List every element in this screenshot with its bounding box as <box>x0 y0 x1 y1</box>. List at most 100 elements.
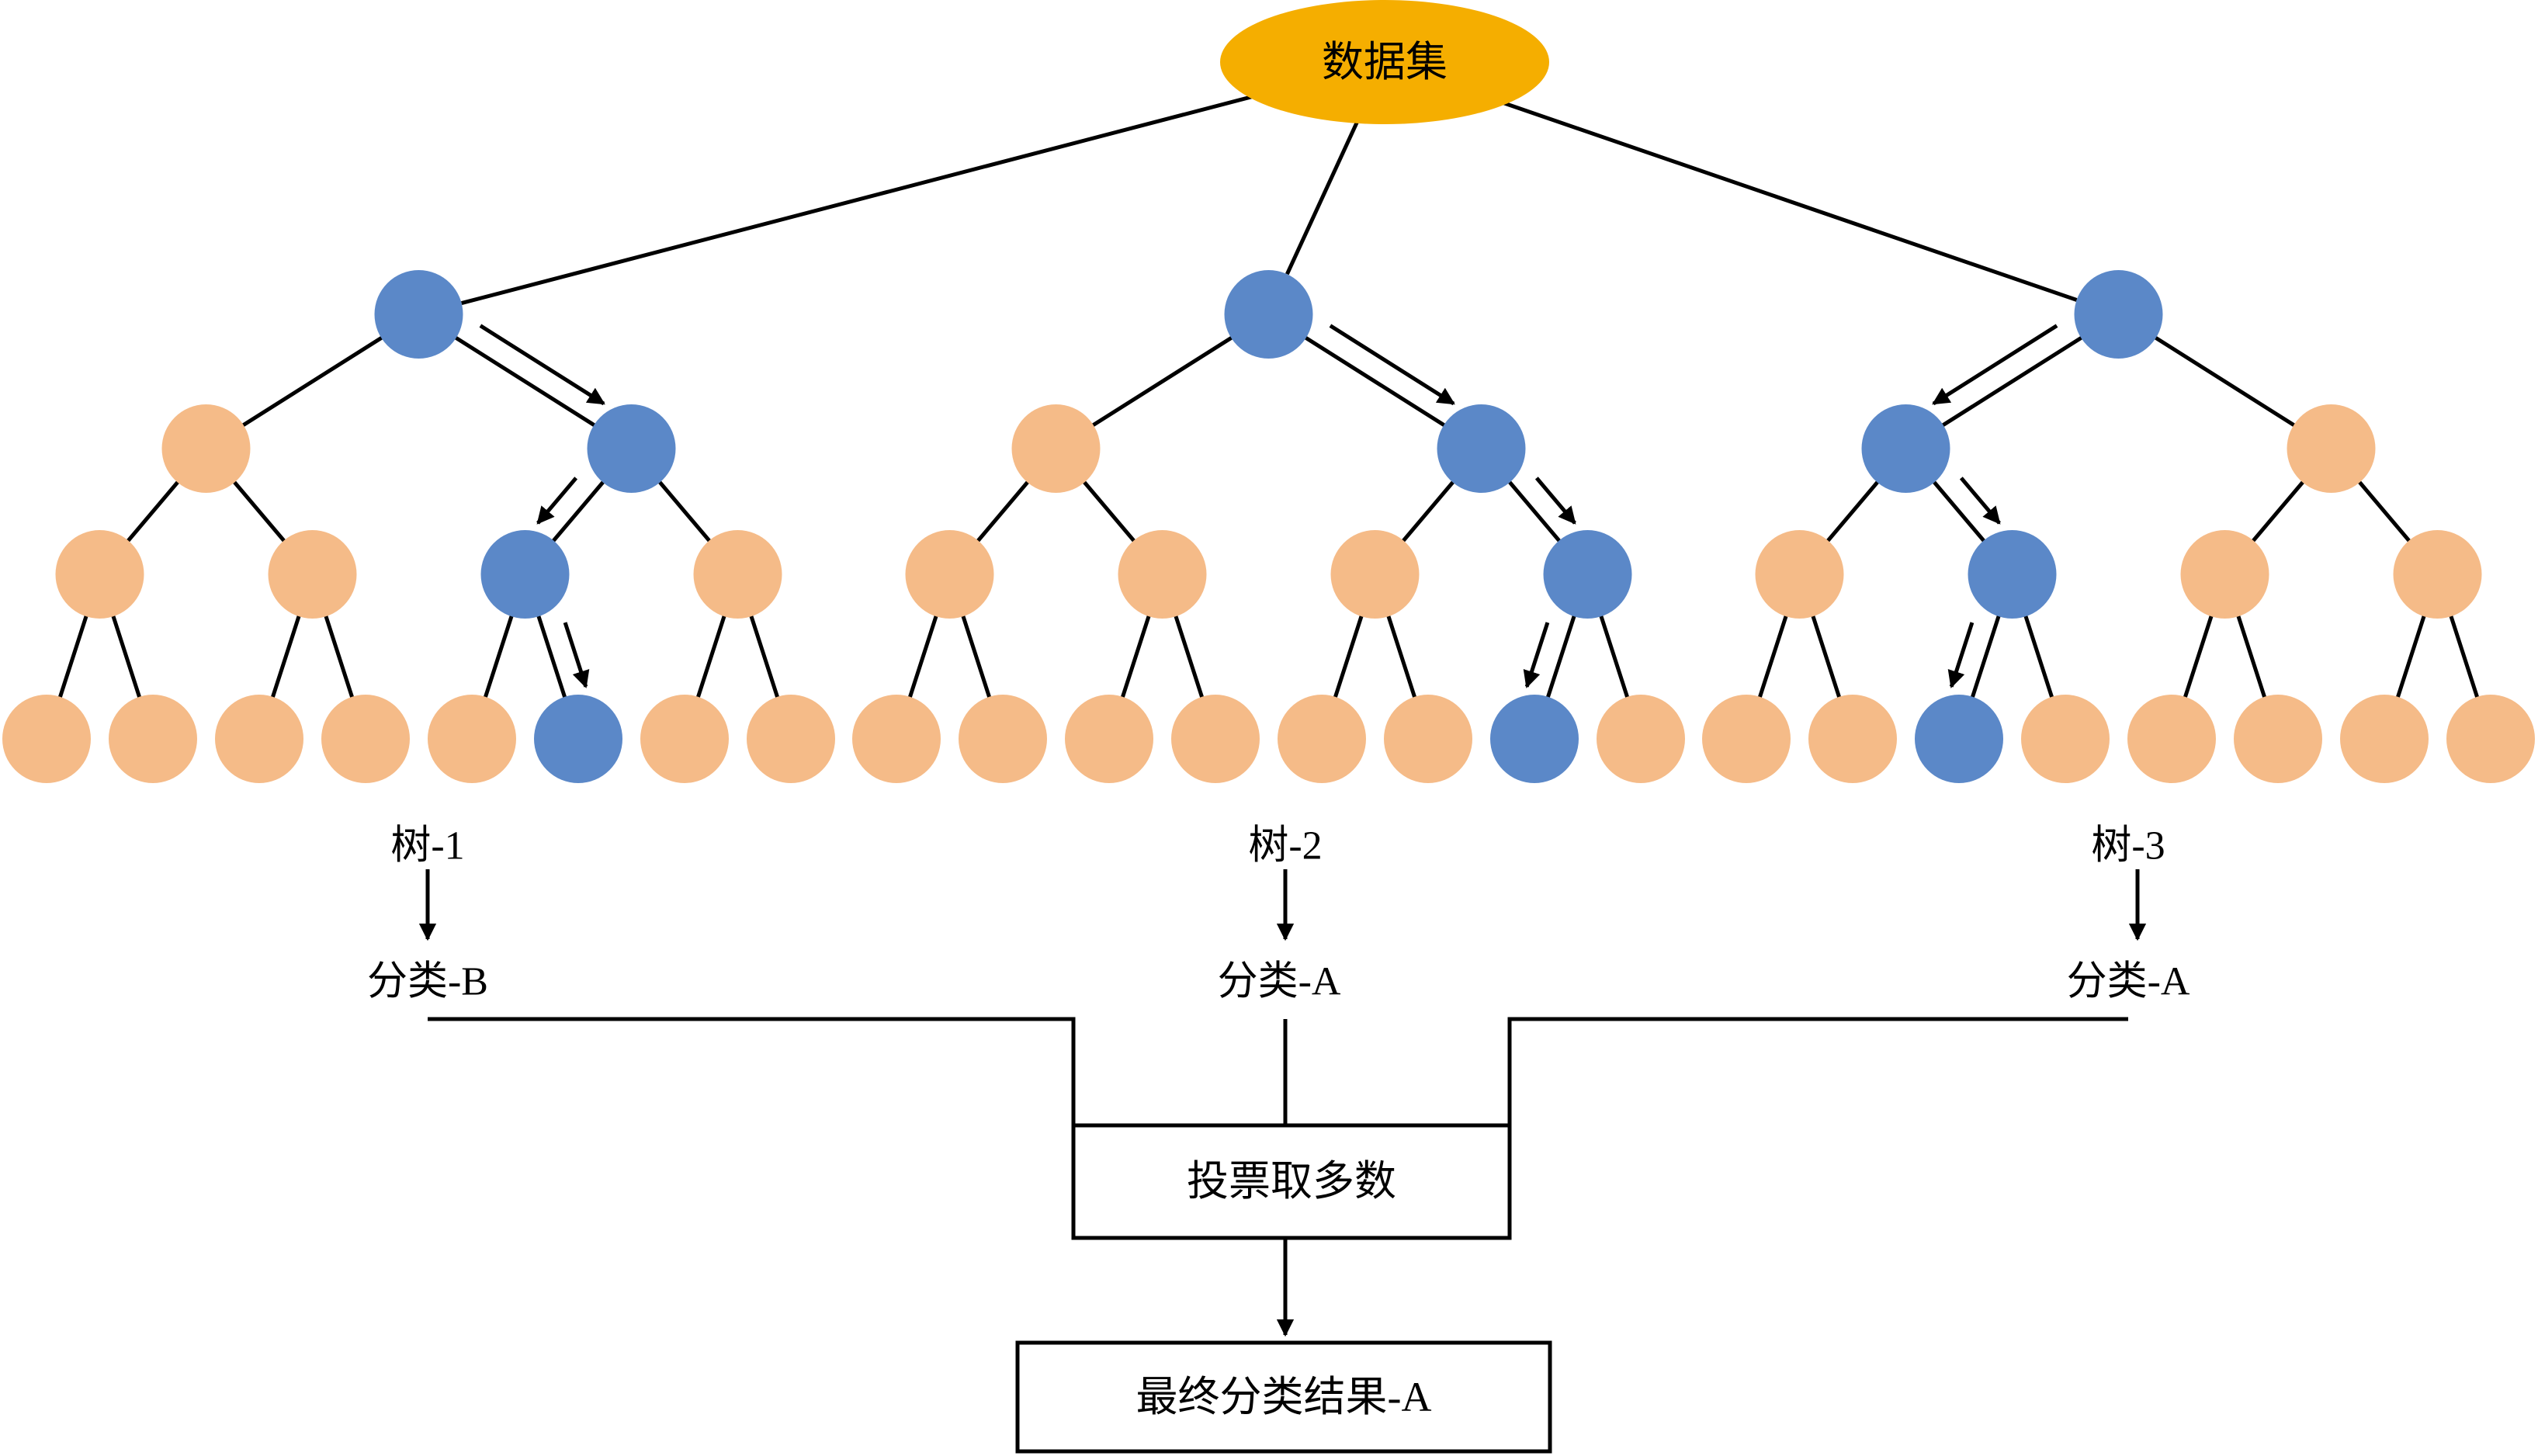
tree-3-node-l2-2 <box>2180 530 2269 619</box>
tree-3-result: 分类-A <box>2067 960 2190 1004</box>
tree-1-node-l3-5 <box>534 695 622 783</box>
tree-2-node-l0-0 <box>1224 270 1313 359</box>
tree-1-node-l3-0 <box>2 695 91 783</box>
root-ellipse <box>1220 0 1549 124</box>
tree-3-node-l3-3 <box>2021 695 2110 783</box>
tree-1-node-l2-0 <box>55 530 144 619</box>
edge-tree-2-l2-3-1 <box>1593 598 1635 715</box>
tree-2-node-l3-4 <box>1278 695 1366 783</box>
edge-tree-1-l2-2-0 <box>478 598 519 715</box>
tree-2-path-arrow-0 <box>1329 324 1455 406</box>
tree-3-node-l3-0 <box>1702 695 1791 783</box>
tree-1-path-arrow-1 <box>536 477 578 525</box>
tree-3-node-l2-0 <box>1755 530 1844 619</box>
edge-tree-1-l1-0-1 <box>221 467 297 556</box>
edge-tree-3-l2-3-1 <box>2443 598 2484 715</box>
tree-3-node-l2-1 <box>1968 530 2057 619</box>
edge-tree-3-l2-2-1 <box>2231 598 2272 715</box>
edge-tree-3-l2-3-0 <box>2391 598 2432 715</box>
edge-tree-3-l2-1-0 <box>1965 598 2006 715</box>
edge-tree-1-l2-3-0 <box>691 598 732 715</box>
edge-tree-1-l2-3-1 <box>744 598 785 715</box>
tree-2-output: 树-2 分类-A <box>1218 824 1341 1004</box>
edge-tree-1-l2-0-0 <box>53 598 94 715</box>
tree-1-path-arrow-2 <box>563 622 590 688</box>
tree-1-node-l3-6 <box>640 695 729 783</box>
tree-2-node-l3-3 <box>1171 695 1260 783</box>
edge-tree-2-l2-0-0 <box>903 598 944 715</box>
vote-label: 投票取多数 <box>1187 1158 1396 1205</box>
edge-tree-1-l0-0-0 <box>227 327 397 436</box>
edge-tree-1-l1-1-0 <box>540 467 616 556</box>
edge-tree-3-l2-0-0 <box>1753 598 1794 715</box>
tree-3-node-l0-0 <box>2074 270 2163 359</box>
tree-3-node-l3-6 <box>2340 695 2429 783</box>
edge-tree-1-l1-0-0 <box>115 467 191 556</box>
tree-1-result: 分类-B <box>367 960 488 1004</box>
tree-nodes <box>2 270 2535 783</box>
tree-3-node-l1-1 <box>2287 404 2376 493</box>
edge-tree-3-l0-0-0 <box>1927 327 2097 436</box>
tree-2-result: 分类-A <box>1218 960 1341 1004</box>
edge-tree-3-l1-0-1 <box>1921 467 1997 556</box>
tree-2-node-l2-1 <box>1118 530 1207 619</box>
edge-root-to-tree-3 <box>1472 90 2078 302</box>
root-node: 数据集 <box>1220 0 1549 124</box>
edge-tree-1-l2-0-1 <box>106 598 147 715</box>
edge-tree-2-l1-1-0 <box>1390 467 1466 556</box>
tree-3-node-l3-5 <box>2234 695 2322 783</box>
tree-3-node-l3-2 <box>1915 695 2003 783</box>
edge-tree-1-l0-0-1 <box>440 327 610 436</box>
tree-1-node-l2-2 <box>480 530 570 619</box>
tree-1-path-arrow-0 <box>479 324 605 406</box>
tree-2-node-l3-2 <box>1065 695 1153 783</box>
final-label: 最终分类结果-A <box>1136 1374 1432 1420</box>
final-box-rect <box>1015 1340 1552 1454</box>
decision-path-arrows <box>479 324 2058 688</box>
edge-tree-2-l2-0-1 <box>955 598 997 715</box>
edge-tree-3-l2-1-1 <box>2018 598 2059 715</box>
edge-tree-2-l1-0-1 <box>1071 467 1147 556</box>
connector-tree-1 <box>428 1017 1076 1125</box>
tree-2-node-l1-0 <box>1011 404 1101 493</box>
tree-1-node-l3-7 <box>747 695 835 783</box>
tree-2-node-l2-2 <box>1330 530 1420 619</box>
edge-tree-2-l1-1-1 <box>1496 467 1572 556</box>
edge-tree-2-l2-1-1 <box>1168 598 1209 715</box>
tree-3-path-arrow-1 <box>1959 477 2001 525</box>
vote-box-rect <box>1071 1123 1512 1240</box>
tree-2-node-l3-5 <box>1384 695 1472 783</box>
tree-1-node-l0-0 <box>374 270 463 359</box>
vote-box: 投票取多数 <box>1071 1123 1512 1240</box>
tree-3-node-l3-4 <box>2127 695 2216 783</box>
tree-1-node-l1-1 <box>587 404 676 493</box>
edge-tree-2-l1-0-0 <box>965 467 1041 556</box>
tree-2-path-arrow-2 <box>1523 622 1550 688</box>
tree-2-node-l3-6 <box>1490 695 1579 783</box>
tree-3-node-l1-0 <box>1861 404 1950 493</box>
tree-1-node-l3-4 <box>428 695 516 783</box>
edge-tree-2-l0-0-1 <box>1290 327 1460 436</box>
tree-1-node-l1-0 <box>161 404 251 493</box>
edge-tree-3-l1-0-0 <box>1815 467 1891 556</box>
tree-1-node-l2-1 <box>268 530 357 619</box>
tree-3-node-l3-7 <box>2446 695 2535 783</box>
edge-tree-2-l2-2-0 <box>1328 598 1369 715</box>
edge-tree-1-l2-1-0 <box>265 598 307 715</box>
tree-1-node-l3-3 <box>321 695 410 783</box>
edge-root-to-tree-1 <box>461 90 1270 306</box>
tree-3-node-l3-1 <box>1808 695 1897 783</box>
tree-2-node-l2-3 <box>1543 530 1632 619</box>
tree-1-node-l3-2 <box>215 695 303 783</box>
tree-2-label: 树-2 <box>1248 824 1322 868</box>
tree-3-path-arrow-0 <box>1932 324 2058 406</box>
tree-1-node-l3-1 <box>109 695 197 783</box>
tree-3-output: 树-3 分类-A <box>2067 824 2190 1004</box>
edge-tree-2-l2-1-0 <box>1115 598 1156 715</box>
tree-1-output: 树-1 分类-B <box>367 824 488 1004</box>
tree-2-path-arrow-1 <box>1534 477 1576 525</box>
tree-edges <box>53 90 2484 715</box>
edge-tree-1-l2-1-1 <box>318 598 359 715</box>
edge-tree-3-l1-1-1 <box>2346 467 2422 556</box>
edge-tree-2-l2-2-1 <box>1381 598 1422 715</box>
